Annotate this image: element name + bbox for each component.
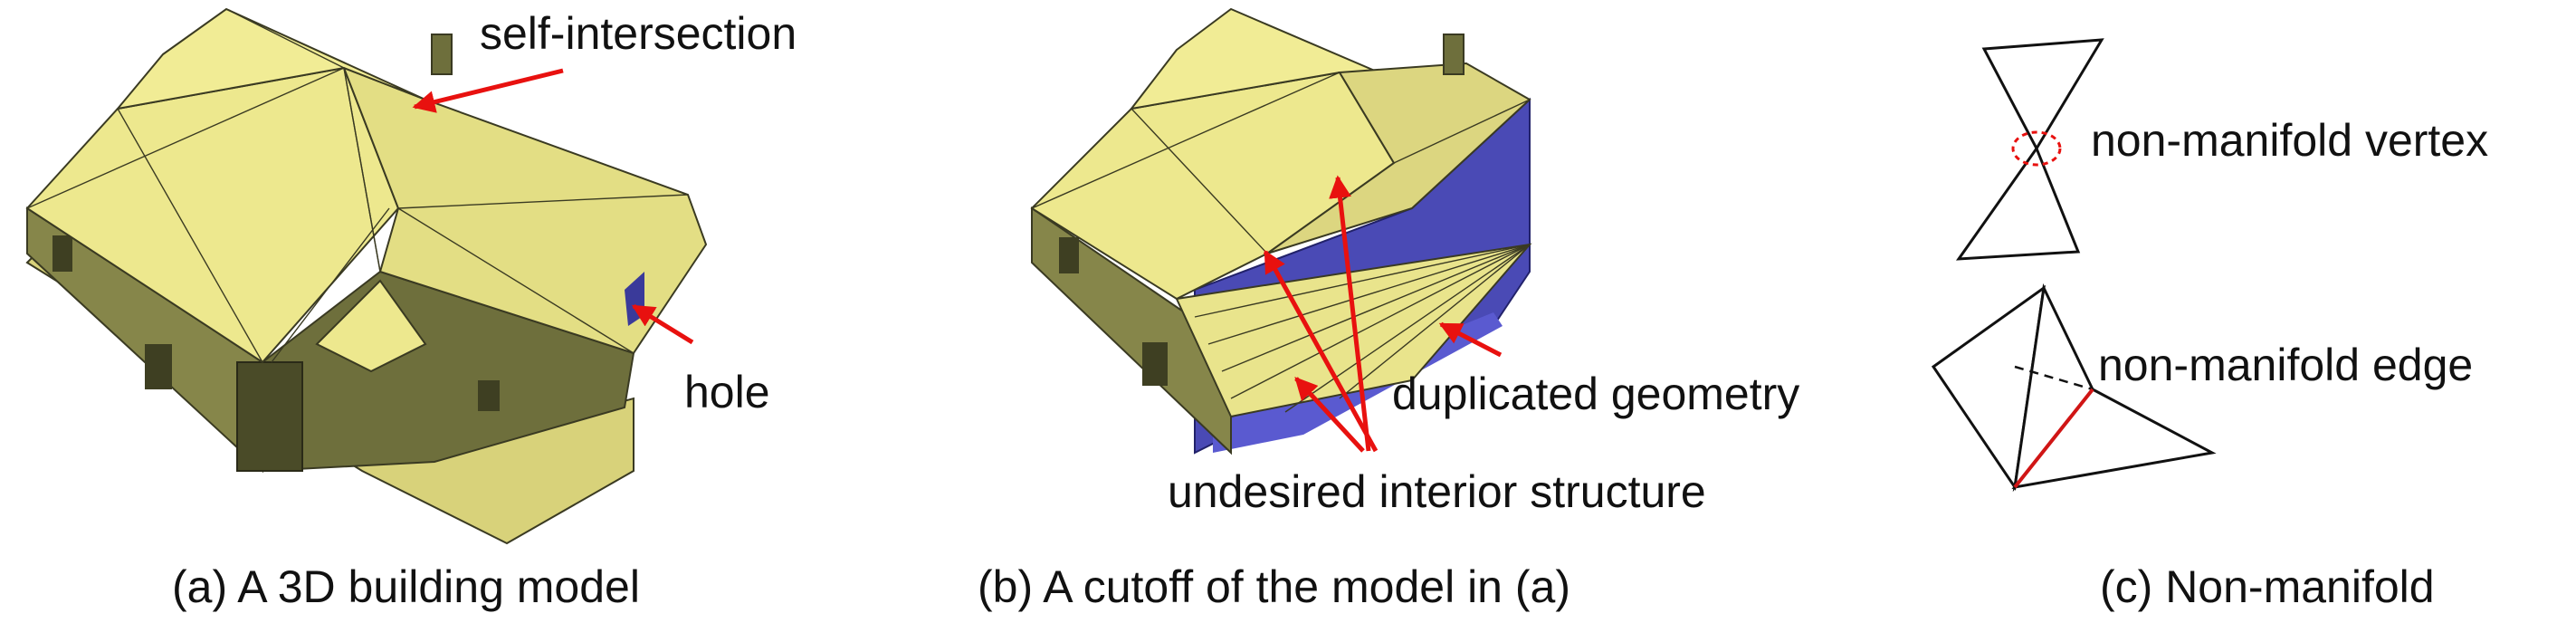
chimney bbox=[431, 34, 453, 75]
upper-triangle bbox=[1981, 38, 2104, 152]
porch-roof bbox=[315, 279, 427, 373]
arrow-interior-3 bbox=[1294, 377, 1365, 453]
non-manifold-vertex-figure bbox=[1955, 38, 2104, 261]
shared-edge-red bbox=[2013, 388, 2094, 489]
label-duplicated-geometry: duplicated geometry bbox=[1392, 369, 1799, 419]
arrow-hole bbox=[631, 303, 694, 345]
arrow-interior-1 bbox=[1263, 249, 1379, 453]
window bbox=[478, 380, 500, 411]
caption-b: (b) A cutoff of the model in (a) bbox=[978, 561, 1570, 612]
arrow-duplicated-geometry bbox=[1438, 321, 1503, 358]
caption-a: (a) A 3D building model bbox=[172, 561, 640, 612]
label-non-manifold-edge: non-manifold edge bbox=[2098, 340, 2473, 390]
window bbox=[145, 344, 172, 389]
garage-door bbox=[236, 361, 303, 472]
hidden-edge bbox=[2014, 365, 2094, 391]
chimney bbox=[1443, 34, 1465, 75]
annotation-undesired-interior: undesired interior structure bbox=[1168, 175, 1706, 517]
annotation-duplicated-geometry: duplicated geometry bbox=[1392, 321, 1799, 419]
annotation-hole: hole bbox=[631, 303, 770, 417]
label-undesired-interior: undesired interior structure bbox=[1168, 466, 1706, 517]
building-cutoff-b bbox=[1030, 7, 1532, 455]
arrow-self-intersection bbox=[412, 68, 564, 113]
vertex-highlight-circle bbox=[2011, 130, 2062, 167]
window bbox=[1059, 237, 1079, 273]
label-hole: hole bbox=[684, 367, 770, 417]
lower-triangle bbox=[1955, 145, 2081, 261]
right-roof bbox=[342, 66, 708, 355]
roof-mesh-lines bbox=[1031, 72, 1531, 254]
window bbox=[1142, 342, 1168, 386]
non-manifold-edge-figure bbox=[1931, 283, 2217, 493]
label-self-intersection: self-intersection bbox=[480, 8, 797, 59]
roof-mesh-lines bbox=[26, 8, 689, 363]
annotation-self-intersection: self-intersection bbox=[412, 8, 797, 113]
window bbox=[52, 235, 72, 272]
building-model-a bbox=[25, 7, 708, 545]
arrow-interior-2 bbox=[1329, 175, 1371, 452]
interior-fan-lines bbox=[1194, 244, 1531, 413]
caption-c: (c) Non-manifold bbox=[2100, 561, 2435, 612]
front-wall bbox=[1031, 206, 1232, 455]
label-non-manifold-vertex: non-manifold vertex bbox=[2091, 115, 2488, 166]
back-roof bbox=[115, 7, 426, 110]
